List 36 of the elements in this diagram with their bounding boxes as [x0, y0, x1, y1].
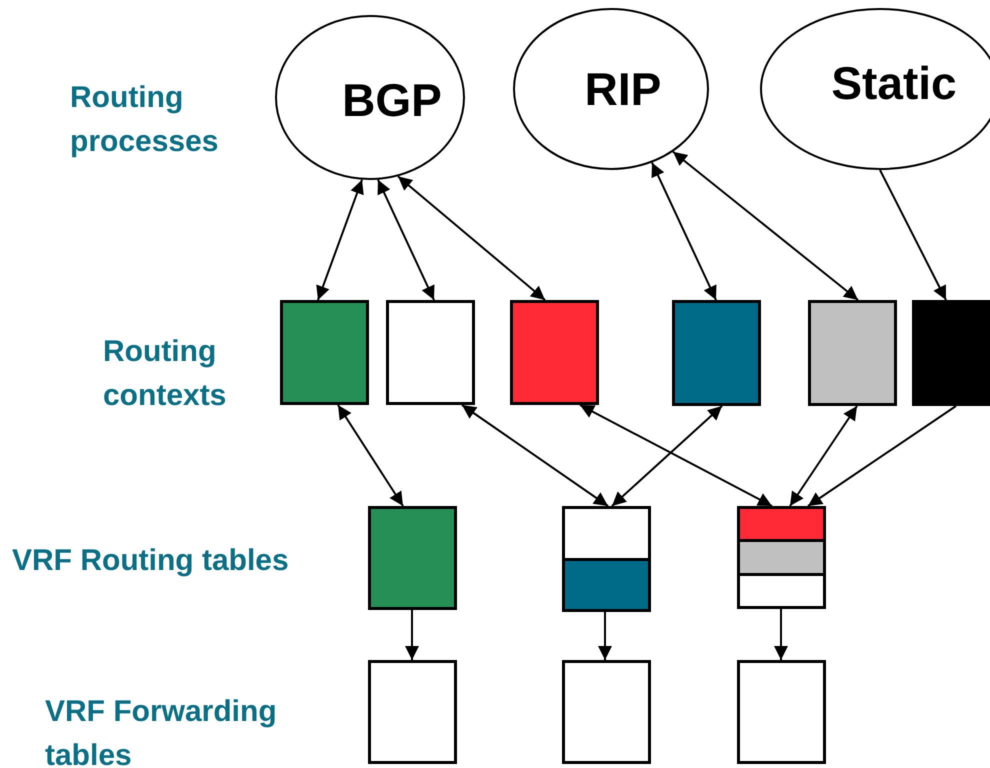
arrow — [580, 404, 772, 507]
arrow — [405, 610, 419, 660]
process-name: BGP — [342, 72, 442, 126]
row-label: Routing processes — [70, 80, 220, 160]
row-label: VRF Routing tables — [12, 543, 290, 579]
forwarding-table-box — [368, 660, 457, 764]
arrow — [879, 170, 947, 300]
row-label: VRF Forwarding tables — [45, 694, 278, 768]
arrow — [807, 405, 957, 507]
process-name: Static — [831, 56, 957, 110]
row-label: Routing contexts — [103, 334, 228, 414]
context-box — [912, 300, 990, 406]
arrow — [598, 612, 612, 660]
arrow — [461, 404, 609, 507]
arrow — [789, 405, 858, 507]
context-box — [672, 300, 761, 406]
forwarding-table-box — [737, 660, 826, 764]
arrow — [316, 179, 364, 300]
process-ellipse — [275, 15, 465, 180]
arrow — [377, 179, 435, 300]
routing-table-box — [562, 506, 651, 612]
routing-table-box — [368, 506, 457, 610]
arrow — [651, 162, 717, 300]
process-name: RIP — [584, 62, 662, 116]
arrow — [774, 609, 788, 660]
arrow — [611, 405, 723, 507]
context-box — [808, 300, 897, 406]
routing-table-box — [737, 506, 826, 609]
arrow — [397, 176, 546, 301]
context-box — [280, 300, 369, 405]
arrow — [337, 404, 404, 507]
arrow — [672, 150, 859, 301]
context-box — [386, 300, 475, 405]
context-box — [510, 300, 599, 405]
forwarding-table-box — [562, 660, 651, 764]
process-ellipse — [513, 8, 709, 170]
